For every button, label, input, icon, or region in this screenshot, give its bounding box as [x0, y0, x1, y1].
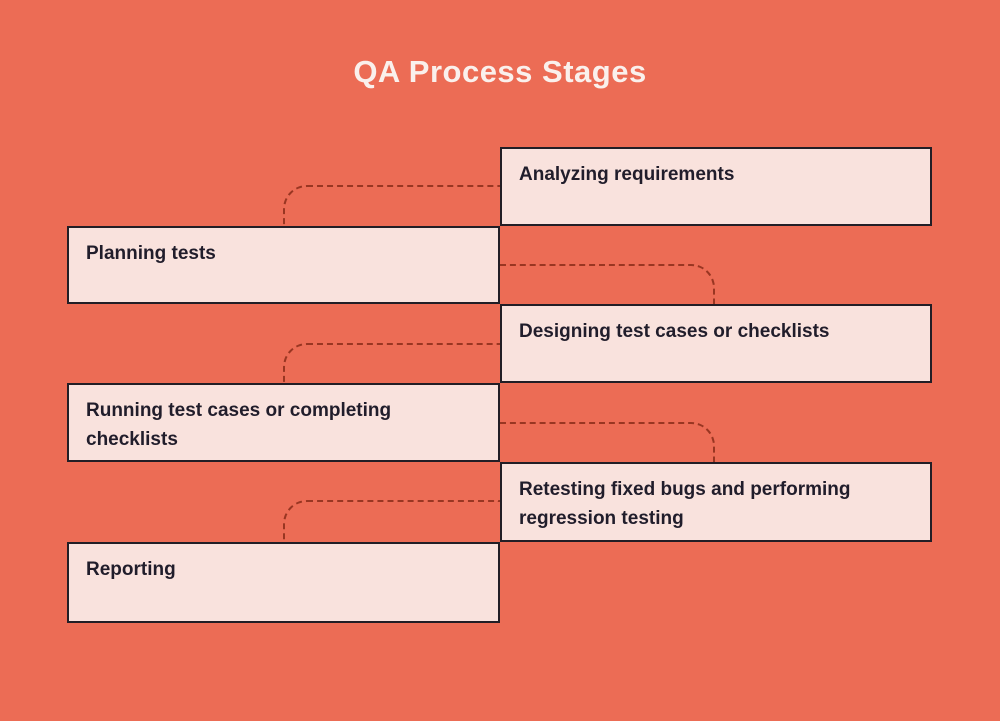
stage-box-analyzing-requirements: Analyzing requirements: [500, 147, 932, 226]
stage-label: Designing test cases or checklists: [519, 321, 830, 342]
stage-box-retesting-fixed-bugs: Retesting fixed bugs and performing regr…: [500, 462, 932, 542]
connector-running-to-retesting: [500, 422, 715, 462]
stage-label: Analyzing requirements: [519, 164, 735, 185]
stage-box-reporting: Reporting: [67, 542, 500, 623]
stage-label: Reporting: [86, 559, 176, 580]
stage-box-planning-tests: Planning tests: [67, 226, 500, 304]
stage-label: Running test cases or completing checkli…: [86, 400, 392, 450]
stage-box-running-test-cases: Running test cases or completing checkli…: [67, 383, 500, 462]
stage-label: Planning tests: [86, 243, 216, 264]
connector-planning-to-designing: [500, 264, 715, 304]
diagram-title: QA Process Stages: [353, 54, 647, 89]
connector-analyzing-to-planning: [283, 185, 500, 226]
connector-designing-to-running: [283, 343, 500, 383]
connector-retesting-to-reporting: [283, 500, 500, 542]
stage-label: Retesting fixed bugs and performing regr…: [519, 479, 851, 529]
stage-box-designing-test-cases: Designing test cases or checklists: [500, 304, 932, 383]
